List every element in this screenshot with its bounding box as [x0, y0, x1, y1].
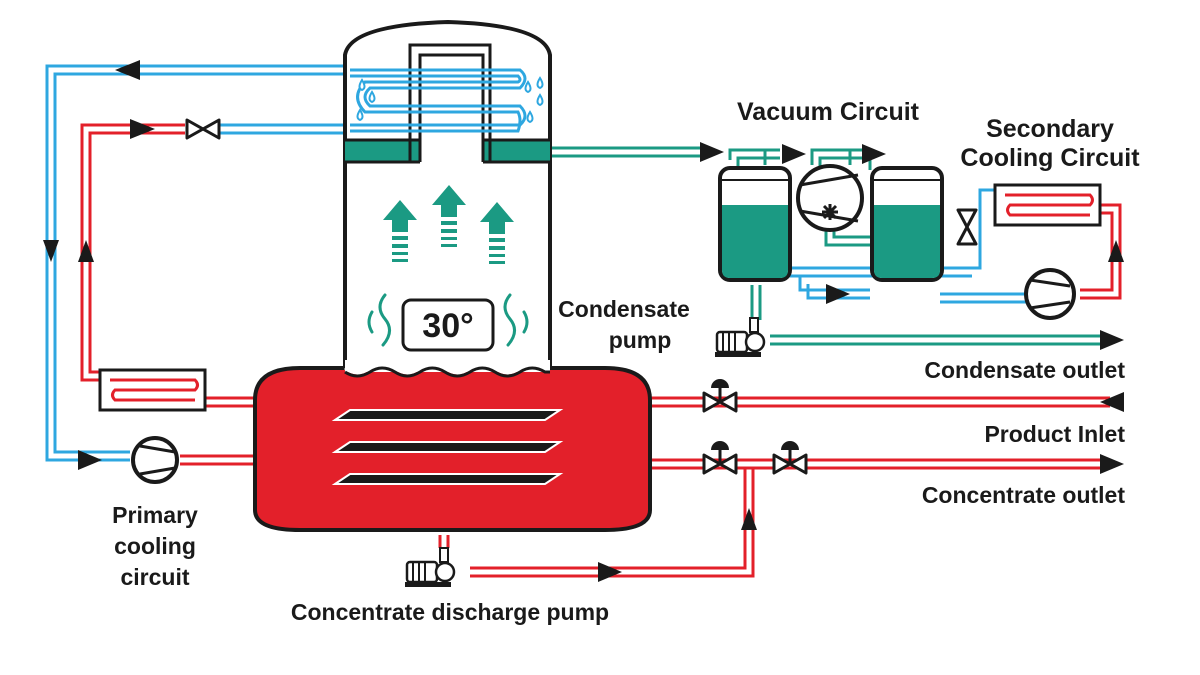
primary-pump — [131, 436, 179, 484]
condensate-outlet-label: Condensate outlet — [924, 357, 1125, 383]
product-inlet-label: Product Inlet — [984, 421, 1125, 447]
temperature-display: 30° — [401, 298, 495, 352]
temperature-readout: 30° — [422, 307, 473, 345]
primary-valve-icon — [185, 118, 221, 140]
secondary-cooling-label-line2: Cooling Circuit — [960, 144, 1140, 172]
water-droplet-icon — [356, 76, 544, 124]
secondary-cooling-label-line1: Secondary — [986, 115, 1114, 143]
primary-circuit-label-line2: cooling — [114, 533, 196, 559]
vacuum-circuit-label: Vacuum Circuit — [737, 98, 920, 126]
vacuum-pump-icon — [796, 164, 864, 232]
primary-heat-exchanger — [98, 368, 207, 412]
heating-plates — [331, 409, 564, 485]
vacuum-tank-right — [870, 166, 944, 282]
concentrate-outlet-label: Concentrate outlet — [922, 482, 1126, 508]
secondary-heat-exchanger — [993, 183, 1102, 227]
secondary-pump — [1024, 268, 1076, 320]
heat-wave-icon — [367, 293, 529, 347]
primary-circuit-label-line3: circuit — [120, 564, 189, 590]
condenser-coil — [350, 68, 527, 133]
concentrate-discharge-pump-icon — [403, 546, 456, 589]
secondary-valve-icon — [956, 208, 978, 246]
vapour-arrow-icon — [383, 185, 514, 264]
vacuum-tank-left — [718, 166, 792, 282]
primary-hot-pipes — [80, 123, 260, 466]
primary-circuit-label-line1: Primary — [112, 502, 198, 528]
condensate-pump-label-line2: pump — [609, 327, 672, 353]
concentrate-discharge-pump-label: Concentrate discharge pump — [291, 599, 609, 625]
condensate-pump-icon — [713, 316, 766, 359]
flow-arrow-icon — [43, 60, 1124, 582]
condensate-pump-label-line1: Condensate — [558, 296, 690, 322]
